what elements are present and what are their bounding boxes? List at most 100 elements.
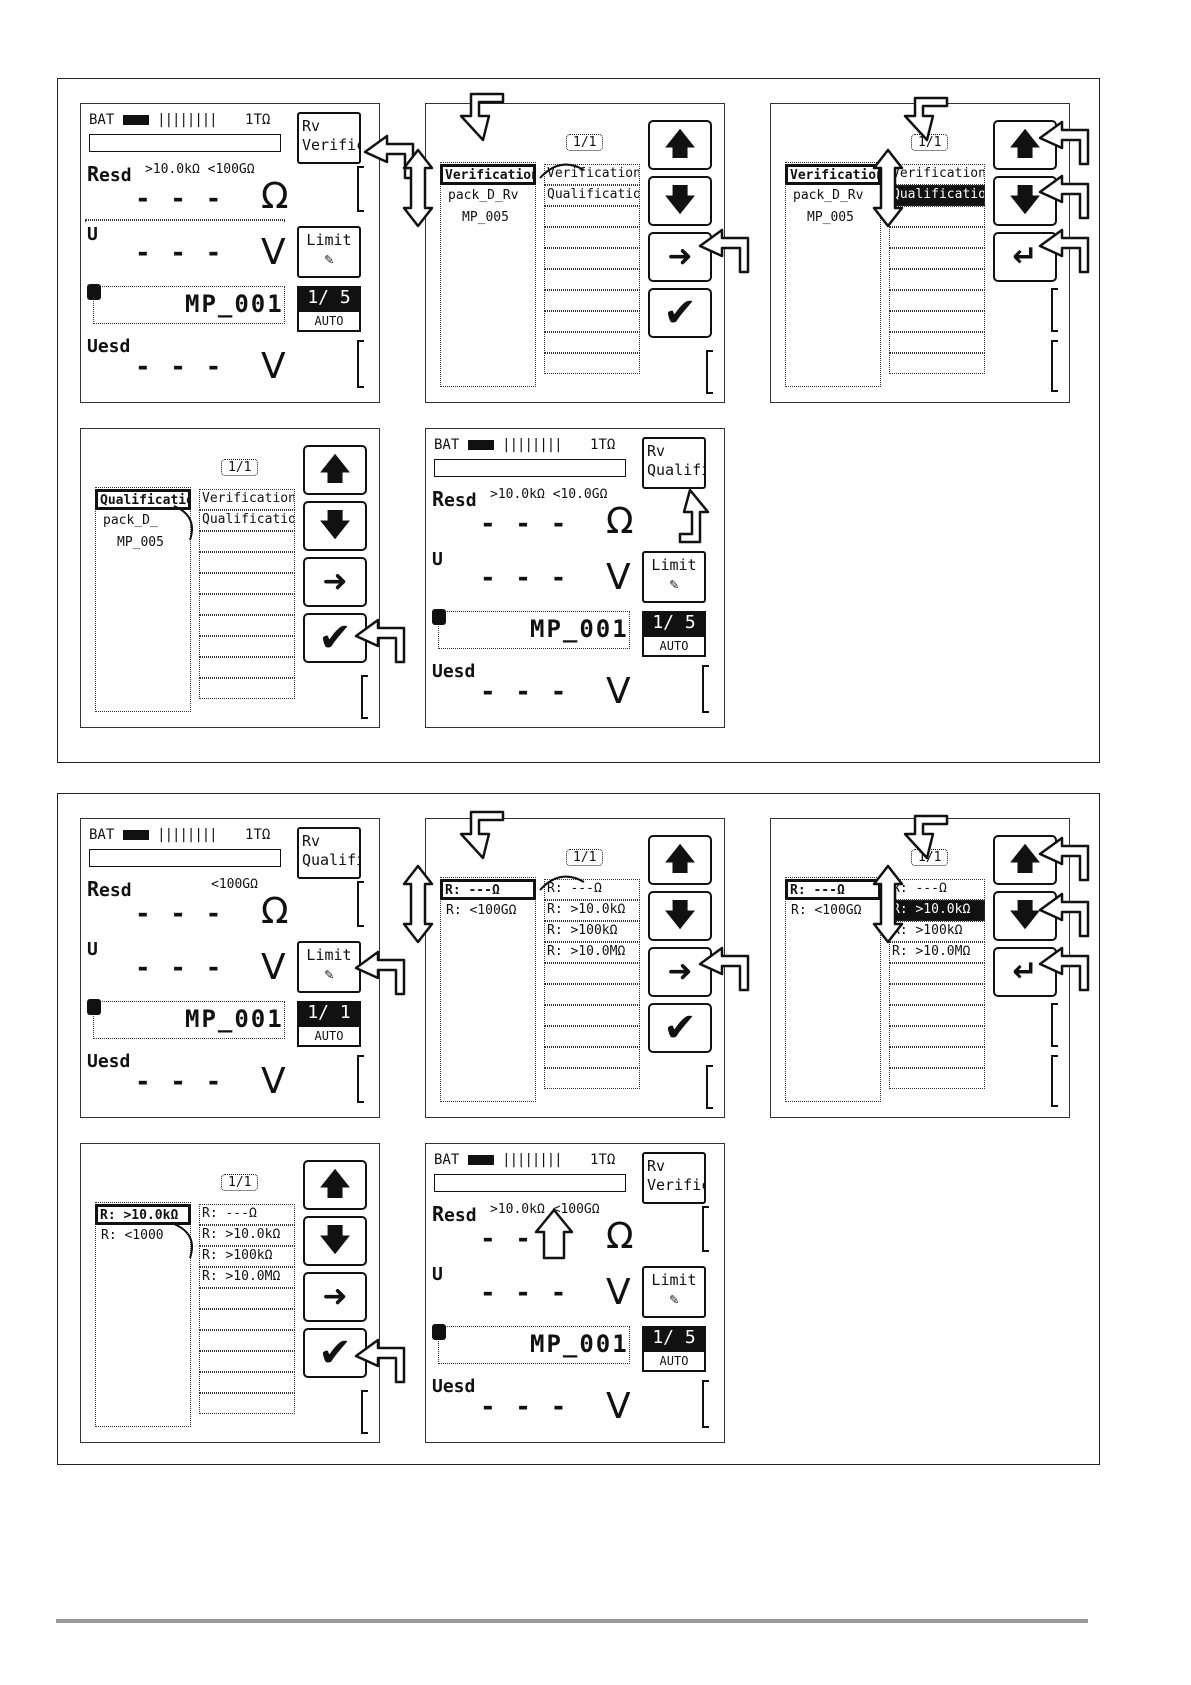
list-item[interactable] xyxy=(544,353,640,374)
confirm-button[interactable]: ✔ xyxy=(303,613,367,663)
up-button[interactable]: 🡅 xyxy=(993,120,1057,170)
list-item[interactable] xyxy=(889,248,985,269)
right-button[interactable]: ➜ xyxy=(303,557,367,607)
list-item[interactable] xyxy=(889,1005,985,1026)
down-button[interactable]: 🡇 xyxy=(993,176,1057,226)
list-item[interactable] xyxy=(199,657,295,678)
down-button[interactable]: 🡇 xyxy=(303,1216,367,1266)
list-item-selected[interactable]: R: >10.0kΩ xyxy=(889,900,985,921)
list-item[interactable] xyxy=(544,332,640,353)
right-button[interactable]: ➜ xyxy=(303,1272,367,1322)
list-item[interactable] xyxy=(544,227,640,248)
list-item[interactable] xyxy=(544,269,640,290)
list-item[interactable]: Qualificatio xyxy=(199,510,295,531)
count-badge[interactable]: 1/ 1 xyxy=(297,1001,361,1025)
list-item[interactable] xyxy=(889,290,985,311)
up-button[interactable]: 🡅 xyxy=(303,1160,367,1210)
list-item[interactable] xyxy=(889,1047,985,1068)
list-item[interactable]: Verification xyxy=(199,489,295,510)
list-item[interactable] xyxy=(889,353,985,374)
list-item[interactable]: Verification xyxy=(785,164,881,185)
down-button[interactable]: 🡇 xyxy=(993,891,1057,941)
limit-button[interactable]: Limit✎ xyxy=(297,941,361,993)
up-button[interactable]: 🡅 xyxy=(303,445,367,495)
list-item[interactable]: Verification xyxy=(544,164,640,185)
list-item[interactable] xyxy=(199,594,295,615)
list-item[interactable] xyxy=(544,1005,640,1026)
list-item[interactable] xyxy=(889,1068,985,1089)
list-item[interactable] xyxy=(544,963,640,984)
down-button[interactable]: 🡇 xyxy=(648,176,712,226)
list-item[interactable] xyxy=(889,206,985,227)
list-item[interactable]: R: >10.0kΩ xyxy=(95,1204,191,1225)
list-item[interactable]: R: ---Ω xyxy=(544,879,640,900)
list-item[interactable] xyxy=(544,311,640,332)
count-badge[interactable]: 1/ 5 xyxy=(297,286,361,310)
list-item[interactable] xyxy=(199,1288,295,1309)
down-button[interactable]: 🡇 xyxy=(648,891,712,941)
confirm-button[interactable]: ✔ xyxy=(303,1328,367,1378)
up-button[interactable]: 🡅 xyxy=(993,835,1057,885)
auto-badge[interactable]: AUTO xyxy=(297,1025,361,1047)
up-button[interactable]: 🡅 xyxy=(648,120,712,170)
list-item[interactable]: pack_D_ xyxy=(103,513,158,528)
list-item[interactable] xyxy=(199,1393,295,1414)
list-item[interactable]: R: <100GΩ xyxy=(446,903,517,918)
list-item[interactable] xyxy=(544,206,640,227)
list-item[interactable] xyxy=(544,1026,640,1047)
list-item[interactable]: pack_D_Rv xyxy=(448,188,519,203)
list-item[interactable] xyxy=(199,678,295,699)
auto-badge[interactable]: AUTO xyxy=(642,635,706,657)
list-item[interactable] xyxy=(199,1351,295,1372)
list-item[interactable]: R: >100kΩ xyxy=(544,921,640,942)
list-item[interactable] xyxy=(199,552,295,573)
list-item[interactable] xyxy=(889,1026,985,1047)
enter-button[interactable]: ↵ xyxy=(993,232,1057,282)
id-field[interactable] xyxy=(438,611,630,649)
count-badge[interactable]: 1/ 5 xyxy=(642,1326,706,1350)
list-item[interactable] xyxy=(544,248,640,269)
list-item[interactable] xyxy=(199,531,295,552)
list-item[interactable]: R: ---Ω xyxy=(440,879,536,900)
rv-qualification-button[interactable]: Rv Qualific xyxy=(642,437,706,489)
list-item[interactable]: Verification xyxy=(889,164,985,185)
id-field[interactable] xyxy=(93,286,285,324)
list-item[interactable] xyxy=(889,227,985,248)
list-item[interactable]: MP_005 xyxy=(462,210,509,225)
list-item[interactable] xyxy=(889,963,985,984)
right-button[interactable]: ➜ xyxy=(648,232,712,282)
list-item[interactable]: pack_D_Rv xyxy=(793,188,864,203)
right-button[interactable]: ➜ xyxy=(648,947,712,997)
list-item[interactable]: R: >10.0kΩ xyxy=(199,1225,295,1246)
list-item[interactable]: MP_005 xyxy=(807,210,854,225)
list-item[interactable]: Qualificatio xyxy=(544,185,640,206)
list-item[interactable]: R: <100GΩ xyxy=(791,903,862,918)
limit-button[interactable]: Limit✎ xyxy=(642,1266,706,1318)
limit-button[interactable]: Limit✎ xyxy=(642,551,706,603)
list-item[interactable] xyxy=(199,1372,295,1393)
list-item[interactable] xyxy=(544,984,640,1005)
list-item[interactable]: R: >10.0MΩ xyxy=(199,1267,295,1288)
list-item[interactable]: Verification xyxy=(440,164,536,185)
count-badge[interactable]: 1/ 5 xyxy=(642,611,706,635)
up-button[interactable]: 🡅 xyxy=(648,835,712,885)
list-item[interactable] xyxy=(199,1309,295,1330)
list-item[interactable]: R: ---Ω xyxy=(199,1204,295,1225)
auto-badge[interactable]: AUTO xyxy=(642,1350,706,1372)
list-item[interactable]: R: <1000 xyxy=(101,1228,164,1243)
id-field[interactable] xyxy=(438,1326,630,1364)
limit-button[interactable]: Limit✎ xyxy=(297,226,361,278)
list-item[interactable] xyxy=(199,636,295,657)
list-item[interactable]: R: ---Ω xyxy=(889,879,985,900)
rv-qualification-button[interactable]: Rv Qualific xyxy=(297,827,361,879)
list-item[interactable] xyxy=(889,269,985,290)
list-item[interactable] xyxy=(199,573,295,594)
rv-verification-button[interactable]: Rv Verifica xyxy=(297,112,361,164)
list-item[interactable] xyxy=(544,290,640,311)
list-item[interactable] xyxy=(889,984,985,1005)
rv-verification-button[interactable]: Rv Verifica xyxy=(642,1152,706,1204)
list-item[interactable]: MP_005 xyxy=(117,535,164,550)
list-item[interactable]: Qualificatio xyxy=(95,489,191,510)
list-item[interactable] xyxy=(889,311,985,332)
list-item-selected[interactable]: Qualificatio xyxy=(889,185,985,206)
